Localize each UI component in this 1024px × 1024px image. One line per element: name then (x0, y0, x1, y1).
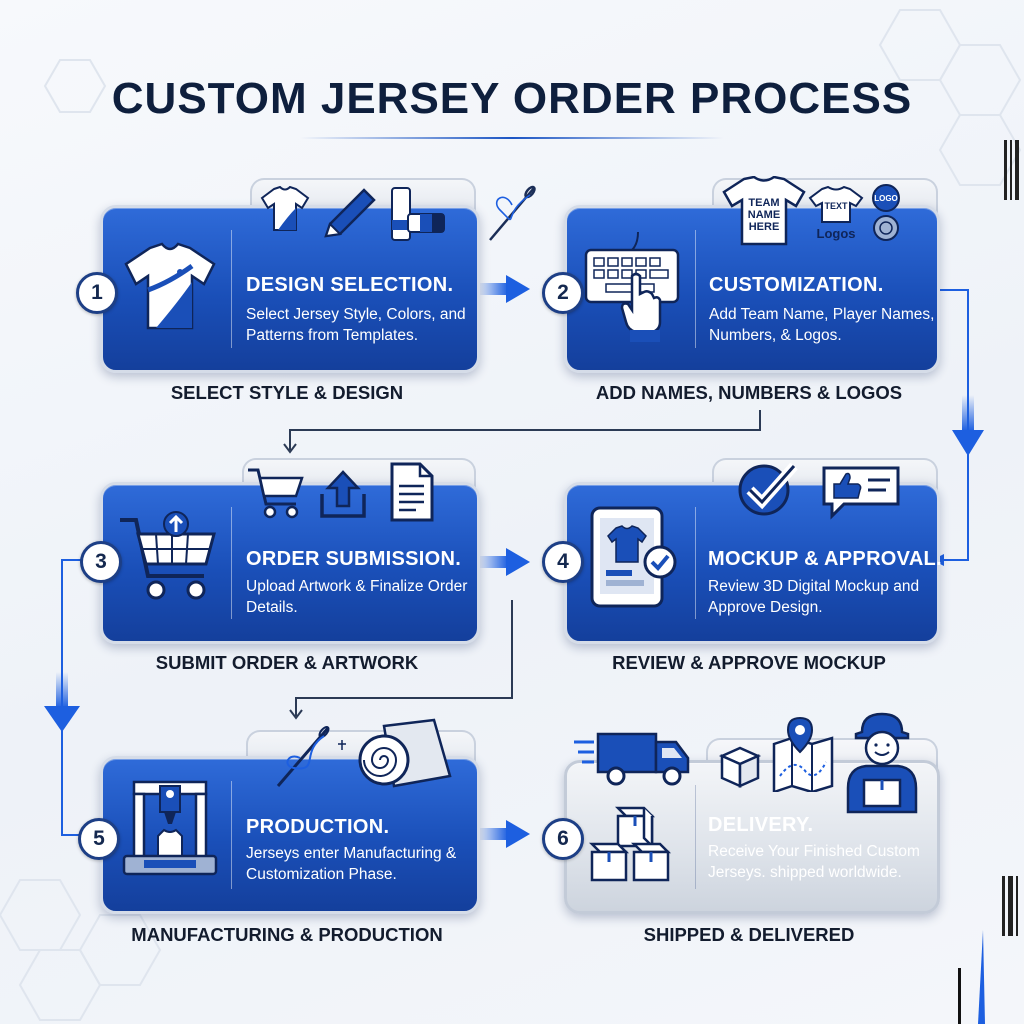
step-3-description: Upload Artwork & Finalize Order Details. (246, 578, 468, 616)
arrow-step3-to-step4 (478, 548, 530, 576)
document-icon (390, 462, 434, 522)
connector-step2-to-step3 (283, 410, 761, 454)
team-name-shirt-icon: TEAM NAME HERE (722, 176, 806, 246)
team-name-line-2: NAME (748, 209, 780, 221)
step-3-caption: SUBMIT ORDER & ARTWORK (155, 652, 419, 673)
step-6-title: DELIVERY. (708, 814, 814, 836)
jersey-icon (260, 186, 310, 231)
arrow-step1-to-step2 (478, 275, 530, 303)
step-2-title: CUSTOMIZATION. (709, 274, 884, 296)
thumbs-up-icon (822, 466, 900, 520)
step-2-caption: ADD NAMES, NUMBERS & LOGOS (595, 382, 903, 403)
pencil-icon (324, 188, 376, 238)
step-1-title: DESIGN SELECTION. (246, 274, 454, 296)
step-3-number-badge: 3 (80, 541, 122, 583)
step-4-description: Review 3D Digital Mockup and Approve Des… (708, 578, 920, 616)
upload-icon (320, 470, 366, 518)
printer-machine-icon (122, 780, 218, 876)
needle-thread-icon (276, 726, 346, 787)
step-1-caption: SELECT STYLE & DESIGN (170, 382, 404, 403)
page-title: CUSTOM JERSEY ORDER PROCESS (111, 74, 913, 123)
box-icon (718, 746, 762, 788)
team-name-line-3: HERE (749, 221, 780, 233)
step-5-number-badge: 5 (78, 818, 120, 860)
keyboard-icon (584, 232, 680, 342)
map-icon (772, 716, 834, 792)
step-3-title: ORDER SUBMISSION. (246, 548, 462, 570)
step-4-caption: REVIEW & APPROVE MOCKUP (612, 652, 886, 673)
logo-badge-icon: LOGO (872, 184, 900, 241)
step-6-number-badge: 6 (542, 818, 584, 860)
arrow-step3-to-step5 (44, 559, 96, 841)
cart-icon (248, 468, 304, 519)
step-6-description: Receive Your Finished Custom Jerseys. sh… (708, 843, 920, 881)
boxes-icon (588, 806, 672, 882)
step-2-description: Add Team Name, Player Names, Numbers, & … (709, 306, 935, 344)
badge-logo-label: LOGO (874, 194, 898, 203)
cart-icon (120, 511, 216, 600)
delivery-person-icon (846, 712, 918, 814)
step-2-number-badge: 2 (542, 272, 584, 314)
shirt-text-label: TEXT (824, 201, 848, 211)
step-6-caption: SHIPPED & DELIVERED (643, 924, 855, 945)
checkmark-icon (738, 462, 798, 516)
step-1-description: Select Jersey Style, Colors, and Pattern… (246, 306, 466, 344)
truck-icon (574, 732, 690, 786)
needle-thread-icon (489, 185, 536, 241)
team-name-line-1: TEAM (748, 197, 779, 209)
step-5-caption: MANUFACTURING & PRODUCTION (131, 924, 443, 945)
step-5-description: Jerseys enter Manufacturing & Customizat… (246, 845, 457, 883)
step-4-title: MOCKUP & APPROVAL. (708, 548, 942, 570)
shirt-logos-label: Logos (817, 226, 856, 241)
step-1-number-badge: 1 (76, 272, 118, 314)
jersey-icon (124, 242, 216, 330)
title-underline (300, 137, 724, 139)
fabric-roll-icon (358, 718, 452, 788)
text-logos-shirt-icon: TEXT Logos (808, 186, 864, 241)
step-4-number-badge: 4 (542, 541, 584, 583)
color-swatch-icon (391, 187, 445, 241)
tablet-mockup-icon (590, 506, 677, 608)
step-5-title: PRODUCTION. (246, 816, 390, 838)
